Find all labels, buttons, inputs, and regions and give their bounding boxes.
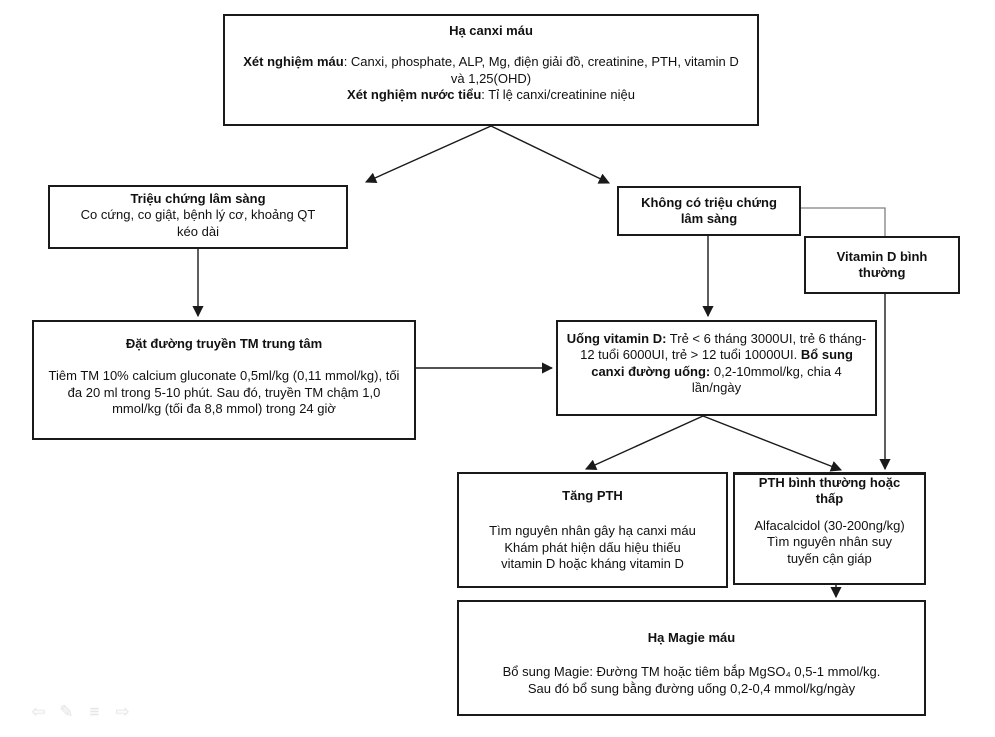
arrow-oral-to-pth-normal — [702, 415, 843, 472]
arrow-root-to-asymptomatic — [490, 125, 611, 184]
menu-icon[interactable]: ≡ — [89, 702, 100, 721]
arrow-oral-to-high-pth — [584, 415, 704, 470]
node-vitamin-d-normal-title: Vitamin D bình thường — [836, 248, 928, 280]
pen-icon[interactable]: ✎ — [59, 702, 74, 721]
node-asymptomatic-title: Không có triệu chứng lâm sàng — [641, 194, 777, 226]
node-asymptomatic: Không có triệu chứng lâm sàng — [617, 186, 801, 236]
node-pth-normal-low-body1: Alfacalcidol (30-200ng/kg) — [754, 518, 905, 534]
node-symptomatic-title: Triệu chứng lâm sàng — [130, 191, 266, 206]
node-hypocalcemia-urine-tests: Xét nghiệm nước tiểu: Tỉ lệ canxi/creati… — [347, 86, 635, 102]
node-oral-vitamin-d-dose: Uống vitamin D: Trẻ < 6 tháng 3000UI, tr… — [566, 331, 867, 395]
node-iv-line-body: Tiêm TM 10% calcium gluconate 0,5ml/kg (… — [48, 368, 400, 416]
node-hypomagnesemia-title: Hạ Magie máu — [647, 630, 736, 645]
node-hypomagnesemia-body2: Sau đó bổ sung bằng đường uống 0,2-0,4 m… — [527, 680, 856, 696]
node-iv-line: Đặt đường truyền TM trung tâm Tiêm TM 10… — [32, 320, 416, 440]
node-high-pth-title: Tăng PTH — [562, 488, 623, 503]
node-vitamin-d-normal: Vitamin D bình thường — [804, 236, 960, 294]
node-high-pth-body2: Khám phát hiện dấu hiệu thiếu vitamin D … — [501, 539, 684, 571]
node-pth-normal-low: PTH bình thường hoặc thấp Alfacalcidol (… — [733, 472, 926, 585]
node-oral-vitamin-d: Uống vitamin D: Trẻ < 6 tháng 3000UI, tr… — [556, 320, 877, 416]
node-hypocalcemia: Hạ canxi máu Xét nghiệm máu: Canxi, phos… — [223, 14, 759, 126]
node-high-pth-body1: Tìm nguyên nhân gây hạ canxi máu — [489, 523, 696, 539]
next-slide-icon[interactable]: ⇨ — [115, 702, 130, 721]
node-pth-normal-low-body2: Tìm nguyên nhân suy tuyến cận giáp — [766, 534, 893, 566]
node-hypomagnesemia: Hạ Magie máu Bổ sung Magie: Đường TM hoặ… — [457, 600, 926, 716]
slideshow-controls: ⇦ ✎ ≡ ⇨ — [30, 703, 131, 720]
node-iv-line-title: Đặt đường truyền TM trung tâm — [125, 336, 323, 351]
node-hypocalcemia-title: Hạ canxi máu — [449, 23, 533, 38]
node-pth-normal-low-title: PTH bình thường hoặc thấp — [758, 475, 901, 506]
elbow-asymptomatic-to-vitd — [801, 207, 886, 236]
node-symptomatic: Triệu chứng lâm sàng Co cứng, co giật, b… — [48, 185, 348, 249]
node-symptomatic-body: Co cứng, co giật, bệnh lý cơ, khoảng QT … — [80, 207, 316, 239]
node-hypocalcemia-blood-tests: Xét nghiệm máu: Canxi, phosphate, ALP, M… — [243, 54, 739, 86]
prev-slide-icon[interactable]: ⇦ — [31, 702, 46, 721]
node-hypomagnesemia-body1: Bổ sung Magie: Đường TM hoặc tiêm bắp Mg… — [502, 664, 881, 680]
node-high-pth: Tăng PTH Tìm nguyên nhân gây hạ canxi má… — [457, 472, 728, 588]
arrow-root-to-symptomatic — [364, 125, 492, 183]
